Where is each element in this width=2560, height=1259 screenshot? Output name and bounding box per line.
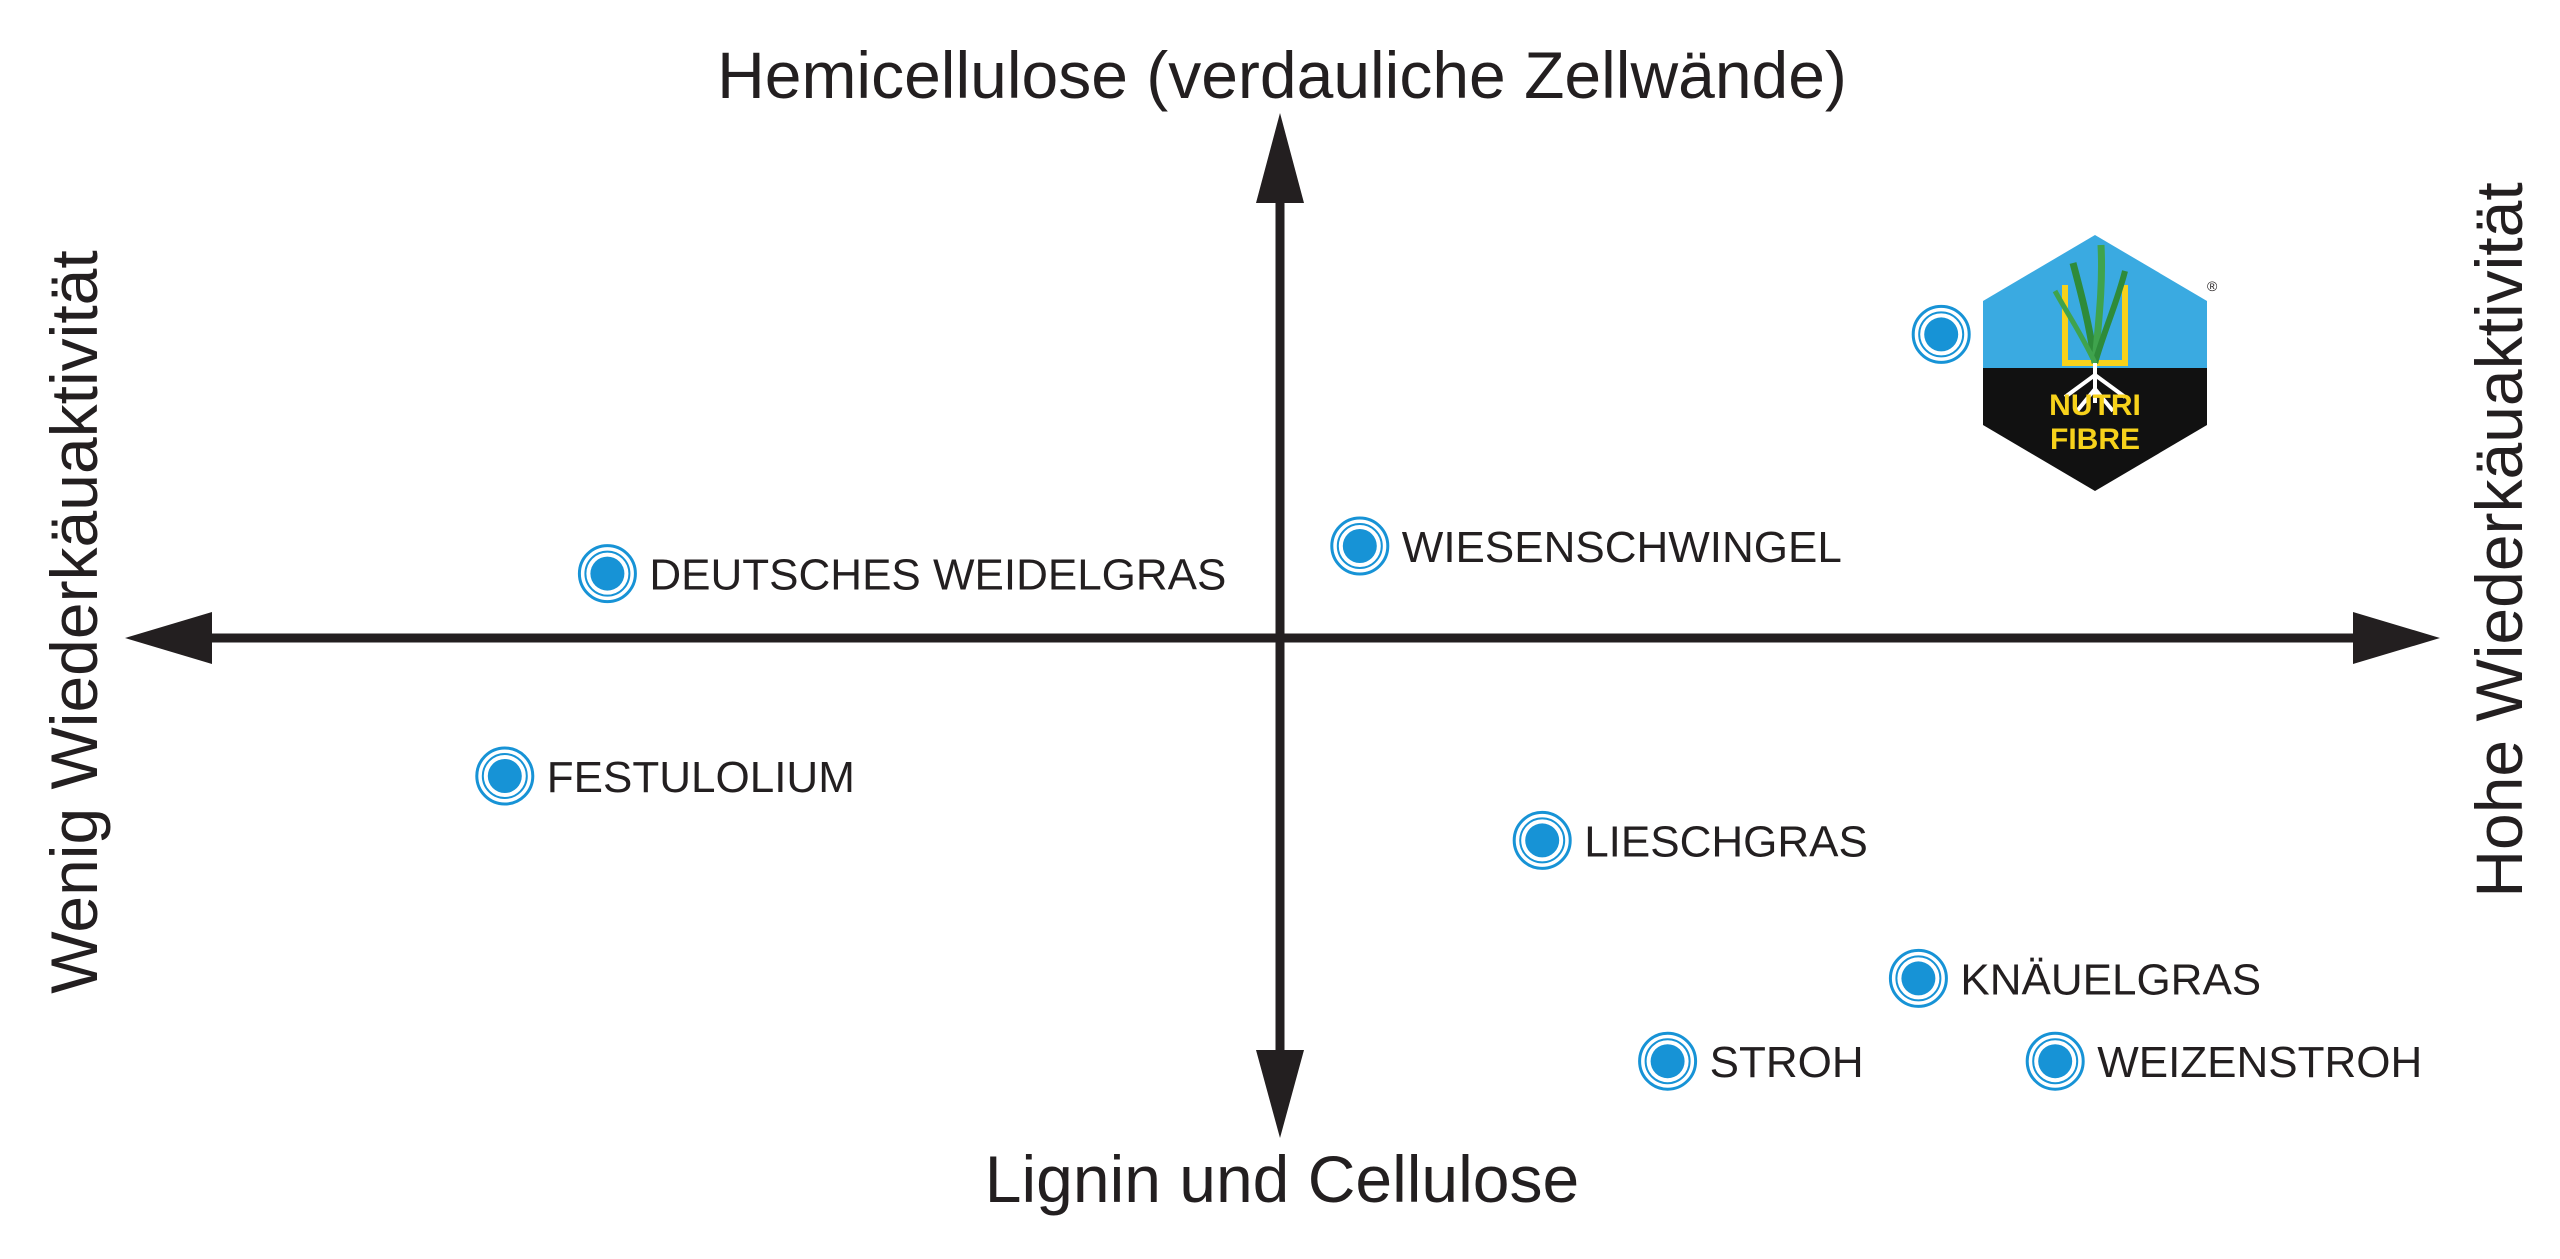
marker-ring [1330,516,1390,576]
data-point: KNÄUELGRAS [1888,948,2261,1008]
logo-line-1: NUTRI [2049,389,2141,422]
marker-dot [590,556,625,591]
point-label: WIESENSCHWINGEL [1402,523,1842,572]
marker-ring [1512,810,1572,870]
data-point: WIESENSCHWINGEL [1330,516,1842,576]
data-point: LIESCHGRAS [1512,810,1868,870]
axis-title-bottom: Lignin und Cellulose [985,1142,1579,1216]
data-point: STROH [1638,1031,1864,1091]
y-axis-arrow-top [1256,113,1304,203]
point-label: DEUTSCHES WEIDELGRAS [649,551,1226,600]
data-point: DEUTSCHES WEIDELGRAS [577,544,1226,604]
axis-title-top: Hemicellulose (verdauliche Zellwände) [717,38,1847,112]
marker-dot [1525,823,1560,858]
x-axis-arrow-left [125,612,212,664]
point-label: STROH [1710,1038,1864,1087]
marker-ring [1911,304,1971,364]
marker-dot [1650,1044,1685,1079]
plant-icon [2052,244,2128,413]
marker-dot [2038,1044,2073,1079]
x-axis-arrow-right [2353,612,2440,664]
marker-ring [475,746,535,806]
point-label: LIESCHGRAS [1584,817,1868,866]
axis-title-left: Wenig Wiederkäuaktivität [37,250,111,993]
data-point: WEIZENSTROH [2025,1031,2422,1091]
nutri-fibre-logo: NUTRI FIBRE ® [1983,235,2218,491]
data-point: FESTULOLIUM [475,746,855,806]
logo-line-2: FIBRE [2050,423,2140,456]
marker-ring [2025,1031,2085,1091]
marker-dot [487,759,522,793]
marker-dot [1901,961,1936,996]
axes [125,113,2440,1138]
y-axis-arrow-bottom [1256,1050,1304,1138]
point-label: FESTULOLIUM [547,753,855,802]
marker-dot [1924,317,1959,352]
marker-ring [1638,1031,1698,1091]
point-label: KNÄUELGRAS [1960,955,2261,1004]
data-points: DEUTSCHES WEIDELGRAS WIESENSCHWINGEL FESTU… [475,304,2422,1091]
axis-title-right: Hohe Wiederkäuaktivität [2462,182,2536,897]
marker-ring [1888,948,1948,1008]
registered-mark: ® [2207,278,2218,294]
data-point [1911,304,1971,364]
marker-dot [1342,529,1377,563]
point-label: WEIZENSTROH [2097,1038,2422,1087]
marker-ring [577,544,637,604]
